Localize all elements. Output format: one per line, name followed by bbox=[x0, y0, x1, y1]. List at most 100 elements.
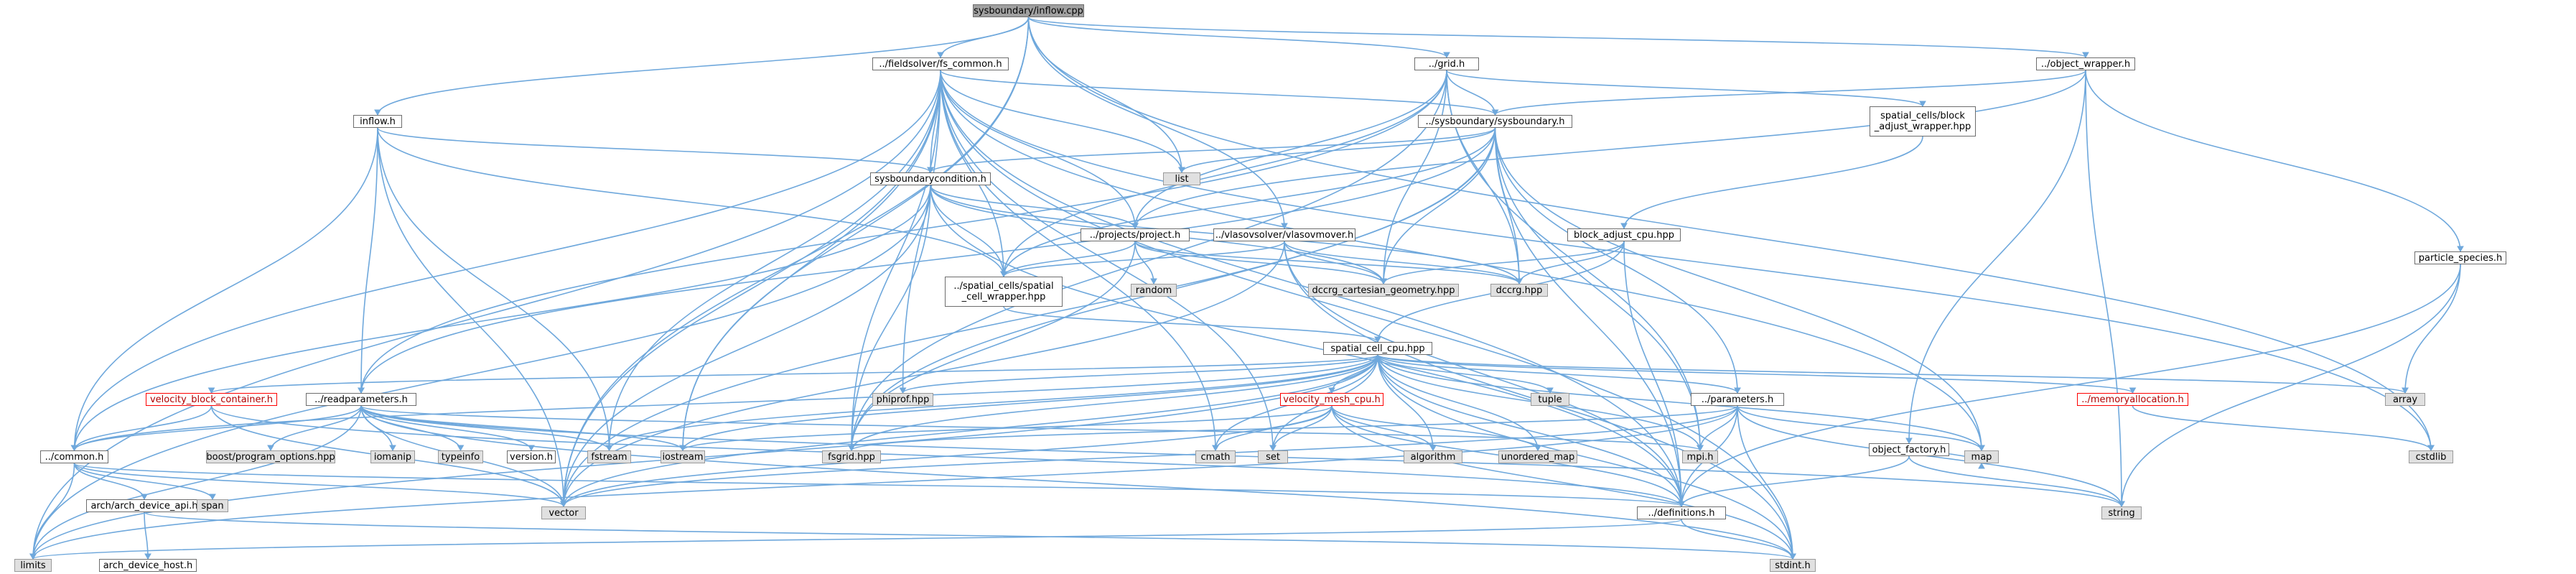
edge-sysboundary-h-to-list bbox=[1181, 127, 1496, 173]
node-particle-species[interactable]: particle_species.h bbox=[2414, 251, 2506, 264]
node-span: span bbox=[197, 499, 228, 512]
edge-arrowhead bbox=[209, 494, 216, 501]
node-cell-wrapper[interactable]: ../spatial_cells/spatial _cell_wrapper.h… bbox=[945, 277, 1063, 307]
edge-arrowhead bbox=[2457, 246, 2464, 253]
node-inflow-cpp[interactable]: sysboundary/inflow.cpp bbox=[973, 4, 1084, 17]
edge-fs-common-to-fstream bbox=[608, 70, 941, 451]
edge-inflow-h-to-common bbox=[73, 127, 378, 451]
node-vector: vector bbox=[541, 506, 586, 519]
edge-fs-common-to-phiprof bbox=[902, 70, 941, 394]
node-project[interactable]: ../projects/project.h bbox=[1081, 228, 1190, 241]
edge-arrowhead bbox=[2129, 387, 2137, 394]
edge-velocity-mesh-cpu-to-iostream bbox=[682, 405, 1333, 451]
edge-object-factory-to-definitions bbox=[1681, 455, 1910, 507]
edge-sysboundary-h-to-readparameters bbox=[360, 127, 1496, 394]
node-definitions[interactable]: ../definitions.h bbox=[1637, 506, 1726, 519]
edge-spatial-cell-cpu-to-parameters bbox=[1377, 354, 1738, 394]
node-sysboundarycondition[interactable]: sysboundarycondition.h bbox=[870, 172, 991, 185]
edge-arrowhead bbox=[1328, 387, 1335, 394]
node-random: random bbox=[1131, 284, 1177, 297]
edge-fs-common-to-cstdlib bbox=[940, 70, 2432, 451]
node-fsgrid: fsgrid.hpp bbox=[822, 450, 881, 463]
edge-common-to-vector bbox=[73, 463, 564, 507]
edge-inflow-cpp-to-cstdlib bbox=[1027, 17, 2432, 451]
edge-sysboundarycondition-to-definitions bbox=[930, 185, 1682, 507]
node-inflow-h[interactable]: inflow.h bbox=[353, 115, 402, 128]
edge-spatial-cell-cpu-to-vector bbox=[563, 354, 1378, 507]
edge-grid-to-cell-wrapper bbox=[1003, 70, 1447, 277]
edge-inflow-cpp-to-grid bbox=[1027, 17, 1447, 58]
edge-common-to-definitions bbox=[73, 463, 1682, 507]
edge-definitions-to-stdint bbox=[1681, 519, 1793, 560]
node-fs-common[interactable]: ../fieldsolver/fs_common.h bbox=[872, 57, 1009, 70]
node-algorithm: algorithm bbox=[1404, 450, 1462, 463]
node-typeinfo: typeinfo bbox=[438, 450, 483, 463]
edge-sysboundary-h-to-parameters bbox=[1494, 127, 1738, 394]
edge-arrowhead bbox=[1919, 101, 1926, 108]
edge-spatial-cell-cpu-to-definitions bbox=[1377, 354, 1682, 507]
edge-fs-common-to-vector bbox=[563, 70, 941, 507]
edge-arrowhead bbox=[144, 553, 151, 560]
edge-common-to-arch-device-api bbox=[73, 463, 145, 500]
node-memoryallocation[interactable]: ../memoryallocation.h bbox=[2077, 393, 2188, 406]
node-velocity-block-container[interactable]: velocity_block_container.h bbox=[146, 393, 277, 406]
dependency-edges bbox=[29, 17, 2464, 560]
edge-arrowhead bbox=[141, 494, 148, 501]
node-vlasovmover[interactable]: ../vlasovsolver/vlasovmover.h bbox=[1213, 228, 1355, 241]
edge-arrowhead bbox=[2427, 445, 2435, 452]
node-block-adjust-wrapper[interactable]: spatial_cells/block _adjust_wrapper.hpp bbox=[1870, 106, 1976, 136]
edge-spatial-cell-cpu-to-stdint bbox=[1377, 354, 1793, 560]
node-readparameters[interactable]: ../readparameters.h bbox=[306, 393, 416, 406]
edge-project-to-dccrg bbox=[1134, 241, 1520, 284]
edge-sysboundary-h-to-definitions bbox=[1494, 127, 1682, 507]
edge-velocity-mesh-cpu-to-stdint bbox=[1331, 405, 1793, 560]
edge-arrowhead bbox=[457, 445, 465, 452]
edge-inflow-cpp-to-object-wrapper bbox=[1027, 17, 2086, 58]
node-object-factory[interactable]: object_factory.h bbox=[1869, 443, 1949, 456]
edge-project-to-fsgrid bbox=[851, 241, 1136, 451]
edge-parameters-to-map bbox=[1737, 405, 1982, 451]
edge-fs-common-to-fsgrid bbox=[851, 70, 941, 451]
node-version[interactable]: version.h bbox=[507, 450, 556, 463]
edge-arrowhead bbox=[1178, 167, 1185, 174]
node-set: set bbox=[1258, 450, 1288, 463]
node-sysboundary-h[interactable]: ../sysboundary/sysboundary.h bbox=[1418, 115, 1572, 128]
edge-parameters-to-string bbox=[1737, 405, 2122, 507]
edge-readparameters-to-fstream bbox=[360, 405, 610, 451]
node-parameters[interactable]: ../parameters.h bbox=[1691, 393, 1784, 406]
edge-sysboundary-h-to-mpi bbox=[1494, 127, 1701, 451]
edge-fs-common-to-sysboundary-h bbox=[940, 70, 1496, 116]
node-dccrg-cart: dccrg_cartesian_geometry.hpp bbox=[1308, 284, 1459, 297]
node-arch-device-api[interactable]: arch/arch_device_api.h bbox=[86, 499, 202, 512]
edge-project-to-cell-wrapper bbox=[1003, 241, 1136, 277]
edge-parameters-to-fsgrid bbox=[851, 405, 1738, 451]
edge-arrowhead bbox=[937, 52, 944, 59]
node-spatial-cell-cpu[interactable]: spatial_cell_cpu.hpp bbox=[1323, 342, 1432, 355]
edge-readparameters-to-boost-po bbox=[270, 405, 362, 451]
node-common[interactable]: ../common.h bbox=[40, 450, 108, 463]
node-arch-device-host[interactable]: arch_device_host.h bbox=[99, 559, 197, 572]
edge-arrowhead bbox=[1905, 438, 1913, 445]
edge-fs-common-to-stdint bbox=[940, 70, 1793, 560]
node-cstdlib: cstdlib bbox=[2409, 450, 2453, 463]
node-velocity-mesh-cpu[interactable]: velocity_mesh_cpu.h bbox=[1280, 393, 1383, 406]
edge-arrowhead bbox=[1620, 223, 1628, 230]
edge-inflow-h-to-fstream bbox=[377, 127, 610, 451]
node-tuple: tuple bbox=[1531, 393, 1569, 406]
edge-inflow-cpp-to-inflow-h bbox=[377, 17, 1030, 116]
node-mpi: mpi.h bbox=[1682, 450, 1718, 463]
edge-arrowhead bbox=[1429, 445, 1437, 452]
edge-arrowhead bbox=[1516, 278, 1523, 285]
node-object-wrapper[interactable]: ../object_wrapper.h bbox=[2036, 57, 2135, 70]
node-block-adjust-cpu[interactable]: block_adjust_cpu.hpp bbox=[1567, 228, 1681, 241]
edge-sysboundarycondition-to-limits bbox=[32, 185, 931, 560]
edge-spatial-cell-cpu-to-iostream bbox=[682, 354, 1378, 451]
edge-spatial-cell-cpu-to-array bbox=[1377, 354, 2406, 394]
edge-arrowhead bbox=[29, 553, 37, 560]
edge-arrowhead bbox=[1374, 336, 1381, 343]
node-grid[interactable]: ../grid.h bbox=[1414, 57, 1479, 70]
edge-inflow-cpp-to-list bbox=[1027, 17, 1182, 173]
edge-arrowhead bbox=[679, 445, 686, 452]
edge-definitions-to-limits bbox=[32, 519, 1682, 560]
